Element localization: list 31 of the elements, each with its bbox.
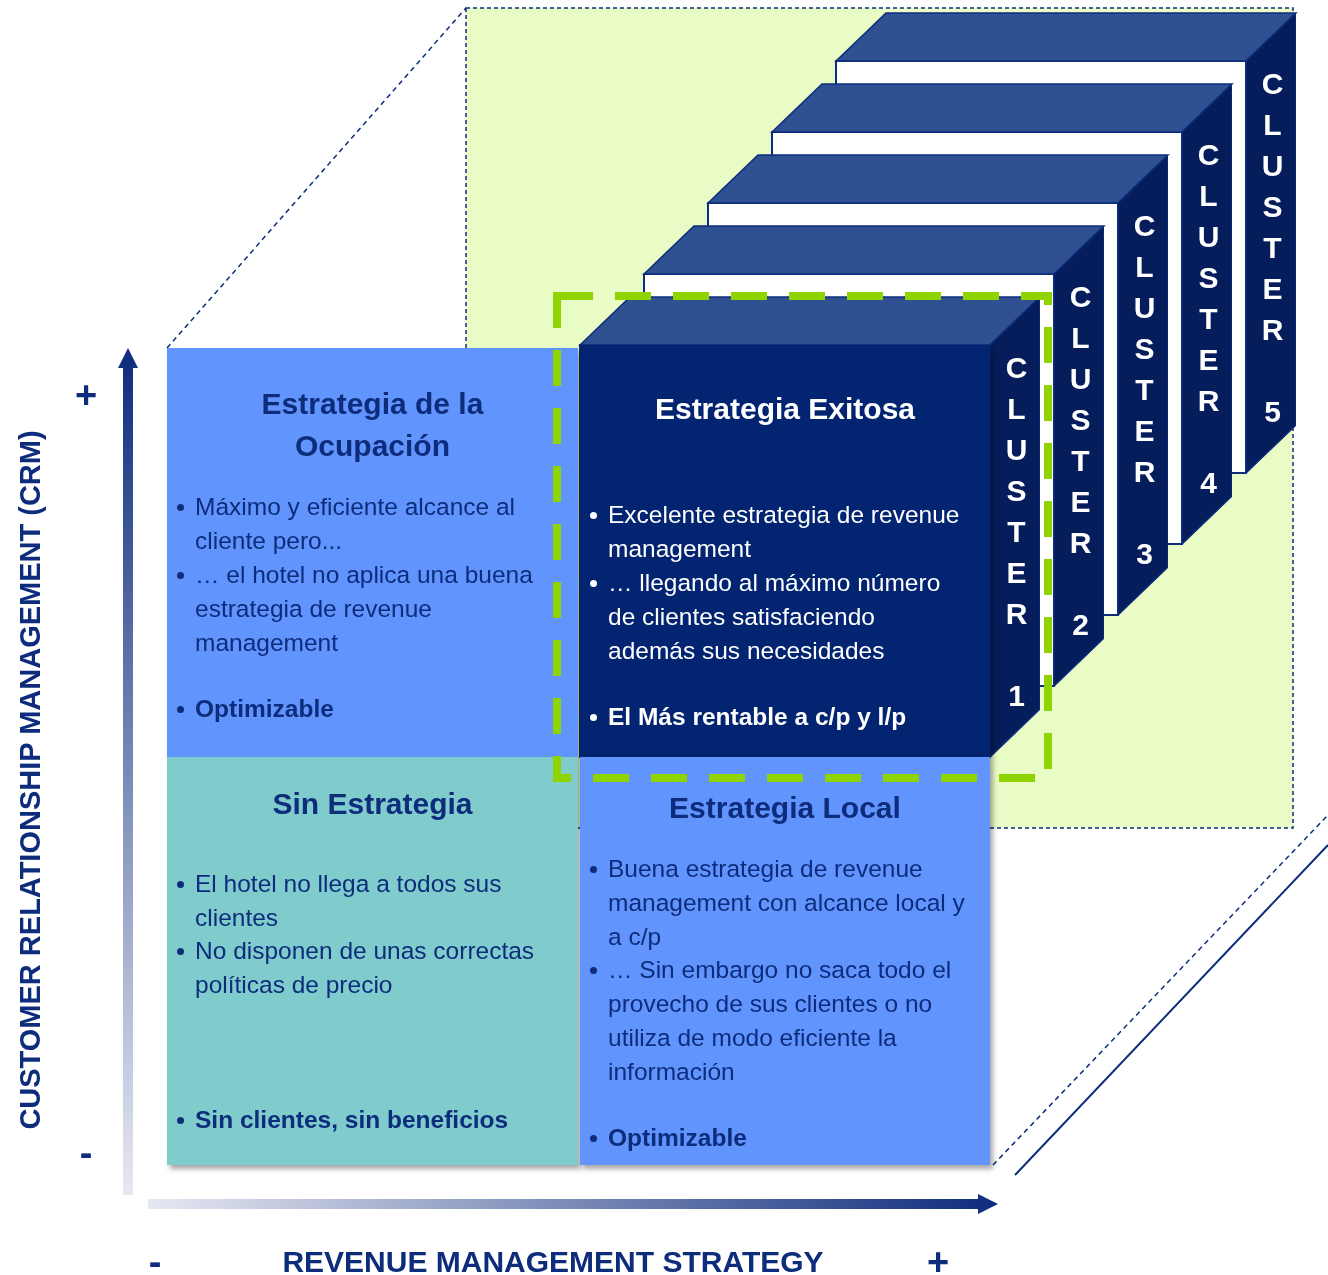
bullet-item: … el hotel no aplica una buena estrategia de revenue management (175, 558, 562, 660)
quadrant-heading: Estrategia Exitosa (653, 391, 917, 427)
bullet-item: No disponen de unas correctas políticas de precio (175, 934, 560, 1002)
bullet-item: Optimizable (175, 692, 562, 726)
quadrant-panel (580, 757, 990, 1165)
bullet-item: … Sin embargo no saca todo el provecho de sus clientes o no utiliza de modo eficiente la información (588, 953, 982, 1089)
bullet-item: Excelente estrategia de revenue management (588, 498, 960, 566)
quadrant-heading: Estrategia Local (668, 790, 902, 826)
bullet-item: Buena estrategia de revenue management con alcance local y a c/p (588, 852, 982, 954)
cube-side-face: CLUSTER 5 (1246, 13, 1296, 473)
bullet-item: El Más rentable a c/p y l/p (588, 700, 960, 734)
quadrant-heading: Estrategia de la Ocupación (260, 386, 485, 464)
bullet-item: El hotel no llega a todos sus clientes (175, 867, 560, 935)
quadrant-panel (167, 348, 578, 757)
axis-sign: - (79, 1131, 93, 1175)
axis-sign: + (74, 373, 98, 417)
cube-side-face: CLUSTER 3 (1118, 155, 1168, 615)
cube-side-face: CLUSTER 2 (1054, 226, 1104, 686)
bullet-item: Sin clientes, sin beneficios (175, 1103, 560, 1137)
bullet-item: … llegando al máximo número de clientes satisfaciendo además sus necesidades (588, 566, 960, 668)
cube-side-face: CLUSTER 4 (1182, 84, 1232, 544)
bullet-item: Máximo y eficiente alcance al cliente pero... (175, 490, 562, 558)
quadrant-heading: Sin Estrategia (271, 786, 474, 822)
quadrant-panel (167, 757, 578, 1165)
axis-sign: - (148, 1240, 162, 1275)
axis-title: REVENUE MANAGEMENT STRATEGY (282, 1245, 824, 1275)
quadrant-panel (580, 345, 990, 757)
axis-sign: + (926, 1240, 950, 1275)
axis-title: CUSTOMER RELATIONSHIP MANAGEMENT (CRM) (13, 430, 47, 1130)
bullet-item: Optimizable (588, 1121, 982, 1155)
cube-side-face: CLUSTER 1 (990, 297, 1040, 757)
